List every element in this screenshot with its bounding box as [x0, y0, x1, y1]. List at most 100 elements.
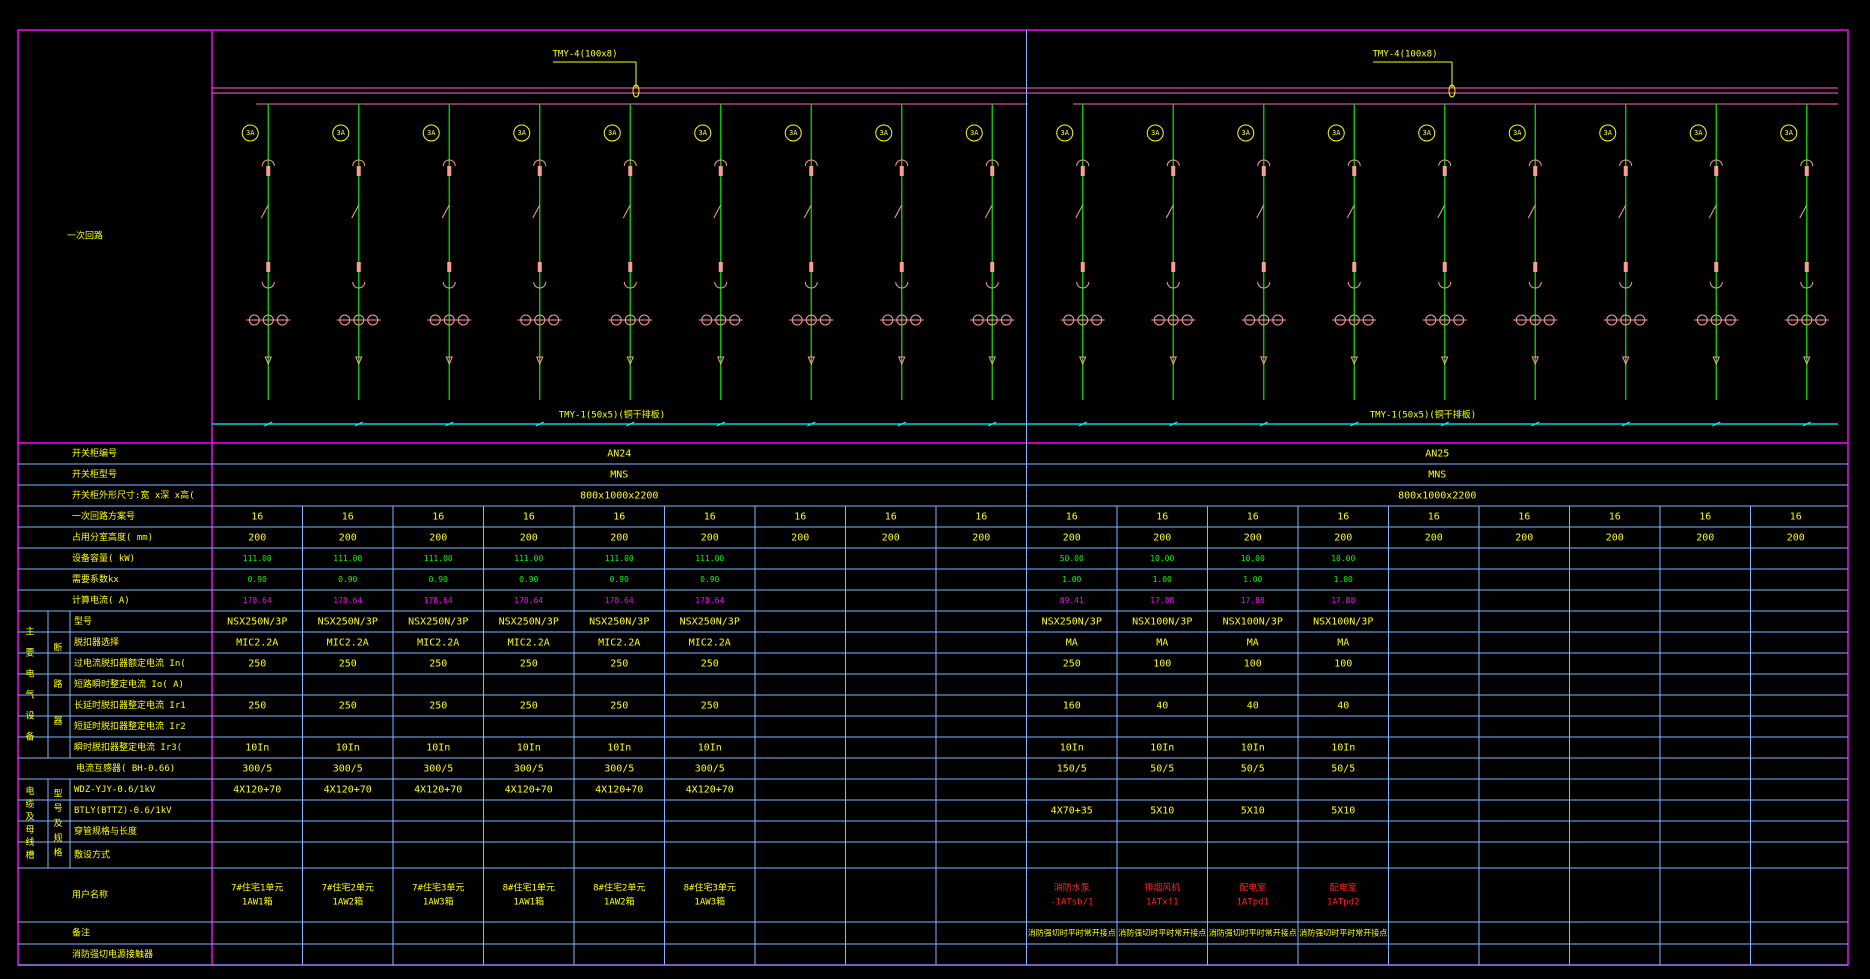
cell-trip: MIC2.2A: [689, 638, 731, 649]
cell-model: NSX250N/3P: [589, 617, 649, 628]
cell-kx: 0.90: [519, 575, 538, 584]
cell-kx: 1.00: [1243, 575, 1262, 584]
neutral-busbar-label: TMY-1(50x5)(铜干排板): [559, 409, 665, 421]
isolator-icon: [532, 204, 541, 219]
cell-current: 178.64: [695, 596, 724, 605]
breaker-icon: [1619, 281, 1633, 289]
cell-ct: 300/5: [695, 764, 725, 775]
feeder-circuit: 3A: [784, 104, 834, 427]
row-label-cable1: WDZ-YJY-0.6/1kV: [74, 785, 156, 795]
panel-id: AN24: [607, 449, 631, 460]
cell-ir1: 250: [701, 701, 719, 712]
group-label-char: 格: [53, 847, 62, 859]
isolator-icon: [260, 204, 269, 219]
breaker-icon: [623, 159, 637, 167]
cell-in: 250: [1063, 659, 1081, 670]
cell-ir1: 250: [248, 701, 266, 712]
ct-label: 3A: [699, 129, 708, 137]
arrow-icon: [354, 356, 363, 366]
ct-label: 3A: [1242, 129, 1251, 137]
cell-ct: 300/5: [514, 764, 544, 775]
contact-icon: [1714, 166, 1719, 176]
breaker-icon: [985, 159, 999, 167]
arrow-icon: [1531, 356, 1540, 366]
cell-model: NSX250N/3P: [408, 617, 468, 628]
group-label-char: 气: [25, 689, 34, 701]
group-label-breaker: 断路器: [53, 641, 62, 727]
breaker-icon: [895, 159, 909, 167]
cell-ir3: 10In: [1060, 743, 1084, 754]
cell-user-code: 1AW2箱: [332, 896, 363, 908]
ct-label-circle: [1056, 124, 1074, 142]
contact-icon: [1352, 166, 1357, 176]
arrow-icon: [1078, 356, 1087, 366]
ct-label-circle: [965, 124, 983, 142]
row-label-cable3: 穿管规格与长度: [74, 825, 137, 837]
arrow-icon: [988, 356, 997, 366]
feeder-circuit: 3A: [1780, 104, 1829, 427]
cell-current: 178.64: [514, 596, 543, 605]
breaker-icon: [1438, 159, 1452, 167]
arrow-icon: [1169, 356, 1178, 366]
cell-kx: 0.90: [338, 575, 357, 584]
row-label-cable2: BTLY(BTTZ)-0.6/1kV: [74, 806, 172, 816]
feeder-circuit: 3A: [1418, 104, 1467, 427]
cell-kx: 1.00: [1334, 575, 1353, 584]
row-label-scheme: 一次回路方案号: [72, 510, 135, 522]
ct-label-circle: [1508, 124, 1526, 142]
neutral-tick: [535, 421, 544, 427]
neutral-tick: [626, 421, 635, 427]
cell-height: 200: [610, 533, 628, 544]
row-label-panel-size: 开关柜外形尺寸:宽 x深 x高(: [72, 489, 195, 501]
cell-user-name: 7#住宅1单元: [231, 882, 283, 894]
arrow-icon: [1440, 356, 1449, 366]
row-label-user: 用户名称: [72, 889, 108, 901]
feeder-circuit: 3A: [1146, 104, 1196, 427]
cell-ir3: 10In: [336, 743, 360, 754]
cell-scheme: 16: [613, 512, 625, 523]
group-label-char: 备: [25, 731, 34, 743]
outer-frame: [17, 29, 1849, 966]
isolator-icon: [1256, 204, 1265, 219]
breaker-icon: [985, 281, 999, 289]
busbar-label: TMY-4(100x8): [1372, 50, 1437, 60]
row-label-ir1: 长延时脱扣器整定电流 Ir1: [74, 699, 186, 711]
cell-height: 200: [1696, 533, 1714, 544]
cell-user-name: 8#住宅1单元: [503, 882, 555, 894]
group-label-char: 及: [25, 812, 34, 823]
isolator-icon: [894, 204, 903, 219]
breaker-icon: [1619, 159, 1633, 167]
contact-icon: [1261, 262, 1266, 272]
ct-label: 3A: [518, 129, 527, 137]
cell-remark: 消防强切时平时常开接点: [1118, 928, 1206, 938]
feeder-circuit: 3A: [965, 104, 1015, 427]
neutral-tick: [807, 421, 816, 427]
cell-kx: 0.90: [610, 575, 629, 584]
contact-icon: [1171, 166, 1176, 176]
breaker-icon: [895, 281, 909, 289]
cell-ct: 300/5: [423, 764, 453, 775]
cell-ct: 50/5: [1150, 764, 1174, 775]
cell-trip: MIC2.2A: [236, 638, 278, 649]
group-label-char: 型: [53, 788, 62, 799]
arrow-icon: [1802, 356, 1811, 366]
cell-in: 100: [1334, 659, 1352, 670]
contact-icon: [1714, 262, 1719, 272]
row-label-panel-type: 开关柜型号: [72, 468, 117, 480]
cell-remark: 消防强切时平时常开接点: [1028, 928, 1116, 938]
feeder-circuit: 3A: [1689, 104, 1739, 427]
contact-icon: [1533, 262, 1538, 272]
cell-kx: 1.00: [1062, 575, 1081, 584]
group-label-char: 及: [53, 818, 62, 829]
arrow-icon: [1259, 356, 1268, 366]
cell-in: 250: [610, 659, 628, 670]
breaker-icon: [1347, 281, 1361, 289]
contact-icon: [628, 166, 633, 176]
cell-cable1: 4X120+70: [233, 785, 281, 796]
ct-label: 3A: [1604, 129, 1613, 137]
cell-user-name: 配电室: [1239, 882, 1266, 894]
contact-icon: [809, 166, 814, 176]
ct-label: 3A: [880, 129, 889, 137]
